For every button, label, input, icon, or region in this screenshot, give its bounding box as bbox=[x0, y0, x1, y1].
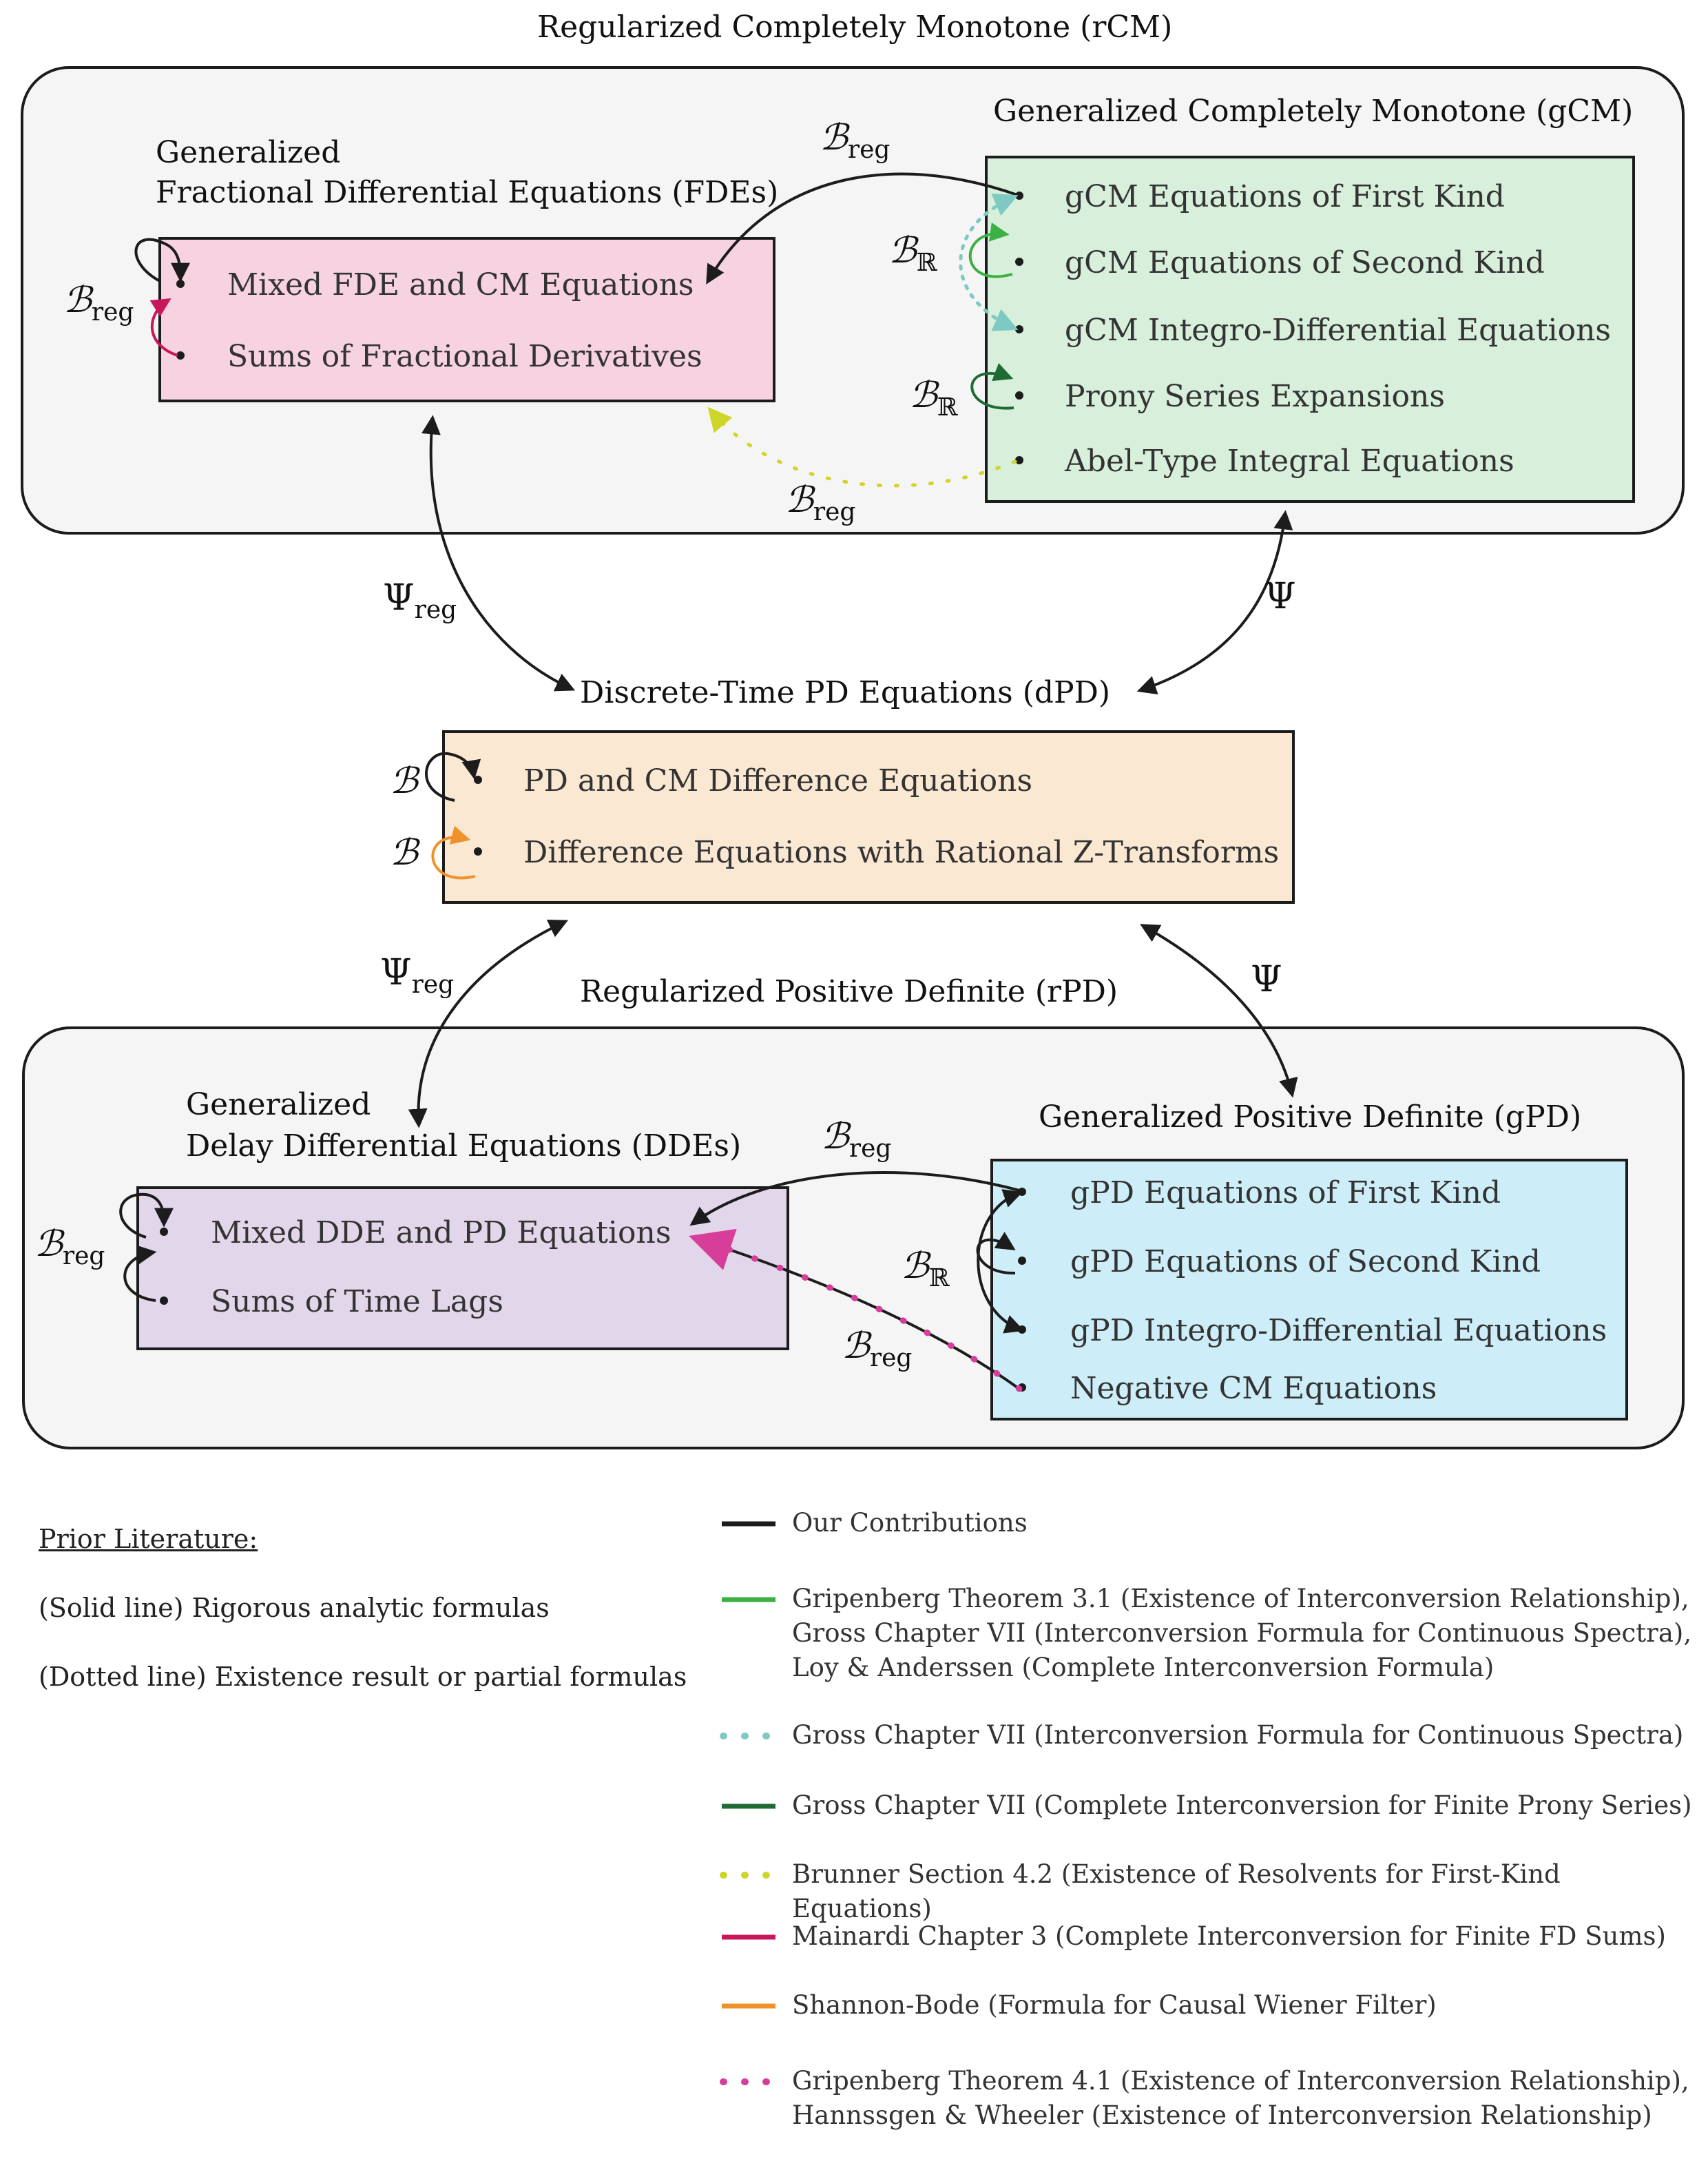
arrow-gcm-dpd bbox=[1136, 510, 1293, 695]
fde-item-sums: Sums of Fractional Derivatives bbox=[227, 339, 702, 374]
legend-gripenberg-4-1: Gripenberg Theorem 4.1 (Existence of Int… bbox=[792, 2066, 1689, 2130]
gcm-item-abel: Abel-Type Integral Equations bbox=[1065, 444, 1514, 479]
legend-mainardi: Mainardi Chapter 3 (Complete Interconver… bbox=[792, 1921, 1666, 1951]
legend-samples bbox=[720, 1521, 779, 2085]
label-breg-abel-fde: ℬreg bbox=[785, 479, 856, 526]
label-breg-gcm-fde: ℬreg bbox=[820, 117, 891, 164]
legend-our-contributions: Our Contributions bbox=[792, 1508, 1028, 1538]
loop-fde-mixed bbox=[134, 238, 190, 282]
dde-item-mixed: Mixed DDE and PD Equations bbox=[211, 1215, 671, 1250]
gcm-title: Generalized Completely Monotone (gCM) bbox=[993, 94, 1634, 129]
arrow-dpd-gpd bbox=[1140, 924, 1298, 1098]
loop-gpd-first-to-integro bbox=[977, 1189, 1025, 1334]
gpd-box bbox=[990, 1159, 1628, 1420]
fde-item-mixed: Mixed FDE and CM Equations bbox=[227, 267, 694, 302]
fde-title-line1: Generalized bbox=[156, 135, 341, 170]
label-breg-negcm-dde: ℬreg bbox=[842, 1325, 913, 1372]
loop-dpd-pd-cm bbox=[425, 752, 481, 802]
prior-solid-note: (Solid line) Rigorous analytic formulas bbox=[39, 1593, 550, 1623]
gpd-title: Generalized Positive Definite (gPD) bbox=[1039, 1099, 1582, 1135]
dde-title-line2: Delay Differential Equations (DDEs) bbox=[186, 1128, 742, 1164]
rpd-title: Regularized Positive Definite (rPD) bbox=[580, 974, 1118, 1009]
rcm-title: Regularized Completely Monotone (rCM) bbox=[537, 10, 1173, 45]
legend-gripenberg-3-1: Gripenberg Theorem 3.1 (Existence of Int… bbox=[792, 1584, 1692, 1682]
prior-heading: Prior Literature: bbox=[39, 1524, 258, 1554]
bullet-dots bbox=[160, 192, 1026, 1392]
label-psi-gcm-dpd: Ψ bbox=[1264, 576, 1296, 617]
dde-title-line1: Generalized bbox=[186, 1087, 371, 1122]
arrow-dde-sums-to-mixed bbox=[123, 1245, 157, 1302]
gcm-item-prony: Prony Series Expansions bbox=[1065, 379, 1445, 414]
loop-second-kind bbox=[968, 222, 1013, 278]
dpd-title: Discrete-Time PD Equations (dPD) bbox=[580, 675, 1111, 710]
gpd-item-first-kind: gPD Equations of First Kind bbox=[1070, 1175, 1501, 1210]
gcm-item-second-kind: gCM Equations of Second Kind bbox=[1065, 245, 1545, 280]
arrow-dpd-dde bbox=[408, 920, 569, 1128]
dde-box bbox=[136, 1186, 789, 1350]
label-psireg-dpd-dde: Ψreg bbox=[380, 952, 455, 999]
label-psi-dpd-gpd: Ψ bbox=[1251, 959, 1282, 1000]
loop-prony bbox=[970, 362, 1014, 410]
gpd-item-integro: gPD Integro-Differential Equations bbox=[1070, 1313, 1607, 1348]
label-psireg-fde-dpd: Ψreg bbox=[383, 577, 457, 624]
arrow-fde-sums-to-mixed bbox=[149, 298, 178, 357]
dpd-item-rational: Difference Equations with Rational Z-Tra… bbox=[523, 835, 1280, 870]
legend-shannon-bode: Shannon-Bode (Formula for Causal Wiener … bbox=[792, 1990, 1437, 2020]
label-br-gpd: ℬℝ bbox=[901, 1246, 950, 1292]
gcm-item-integro: gCM Integro-Differential Equations bbox=[1065, 313, 1611, 348]
legend-gross-prony: Gross Chapter VII (Complete Interconvers… bbox=[792, 1790, 1692, 1820]
dpd-box bbox=[442, 730, 1295, 904]
label-br-gcm-top: ℬℝ bbox=[888, 230, 937, 277]
label-b-dpd-bottom: ℬ bbox=[390, 832, 418, 874]
label-br-prony: ℬℝ bbox=[909, 375, 958, 422]
label-breg-fde-loop: ℬreg bbox=[63, 280, 134, 327]
legend-brunner: Brunner Section 4.2 (Existence of Resolv… bbox=[792, 1859, 1561, 1923]
gcm-box bbox=[985, 156, 1635, 503]
arrow-first-to-integro bbox=[959, 194, 1019, 331]
label-b-dpd-top: ℬ bbox=[390, 761, 418, 802]
gpd-item-second-kind: gPD Equations of Second Kind bbox=[1070, 1244, 1541, 1279]
gpd-item-negative-cm: Negative CM Equations bbox=[1070, 1371, 1437, 1406]
fde-title-line2: Fractional Differential Equations (FDEs) bbox=[156, 175, 779, 210]
prior-dotted-note: (Dotted line) Existence result or partia… bbox=[39, 1662, 687, 1692]
dpd-item-pd-cm: PD and CM Difference Equations bbox=[523, 763, 1033, 798]
legend-gross-continuous: Gross Chapter VII (Interconversion Formu… bbox=[792, 1720, 1684, 1750]
arrow-abel-to-fde bbox=[707, 406, 1017, 488]
loop-dpd-rational bbox=[431, 825, 476, 880]
arrow-gcm-to-fde bbox=[706, 172, 1020, 285]
label-breg-gpd-dde: ℬreg bbox=[821, 1116, 892, 1163]
fde-box bbox=[158, 237, 775, 402]
dde-item-sums: Sums of Time Lags bbox=[211, 1284, 503, 1319]
arrow-fde-dpd bbox=[421, 415, 576, 692]
gcm-item-first-kind: gCM Equations of First Kind bbox=[1065, 179, 1505, 214]
label-breg-dde-loop: ℬreg bbox=[34, 1223, 105, 1270]
loop-gpd-second bbox=[976, 1232, 1016, 1275]
arrow-negcm-to-dde bbox=[693, 1234, 1021, 1390]
loop-dde-mixed bbox=[119, 1192, 174, 1239]
arrow-gpd-to-dde bbox=[689, 1171, 1020, 1226]
